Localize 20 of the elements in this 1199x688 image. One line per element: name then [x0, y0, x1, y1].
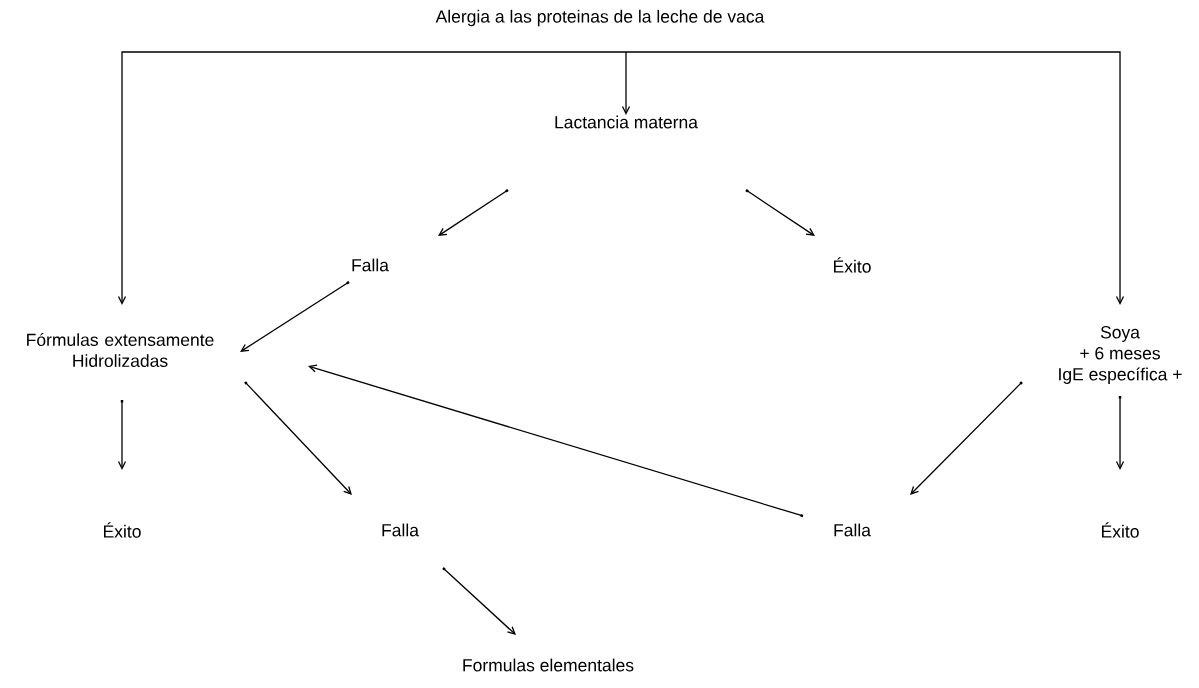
text-label: Éxito	[1102, 522, 1139, 538]
arrow	[1115, 396, 1125, 470]
arrow	[117, 51, 627, 305]
text-label: Formulas elementales	[463, 658, 634, 672]
text-label: Alergia a las proteinas de la leche de vaca	[435, 9, 765, 27]
text-label: Falla	[352, 258, 389, 272]
arrow	[625, 51, 1125, 305]
text-label: Éxito	[834, 257, 871, 273]
arrow	[308, 364, 804, 518]
text-label: Lactancia materna	[555, 115, 698, 129]
text-label: Fórmulas extensamente Hidrolizadas	[27, 332, 214, 368]
text-label: Falla	[382, 523, 419, 537]
text-label: Falla	[834, 523, 871, 537]
arrow	[910, 381, 1023, 495]
text-label: Soya + 6 meses IgE específica +	[1059, 326, 1182, 384]
arrow	[244, 381, 352, 495]
arrow	[117, 400, 127, 470]
text-label: Éxito	[104, 522, 141, 538]
arrow	[442, 567, 516, 635]
arrow	[621, 51, 631, 115]
